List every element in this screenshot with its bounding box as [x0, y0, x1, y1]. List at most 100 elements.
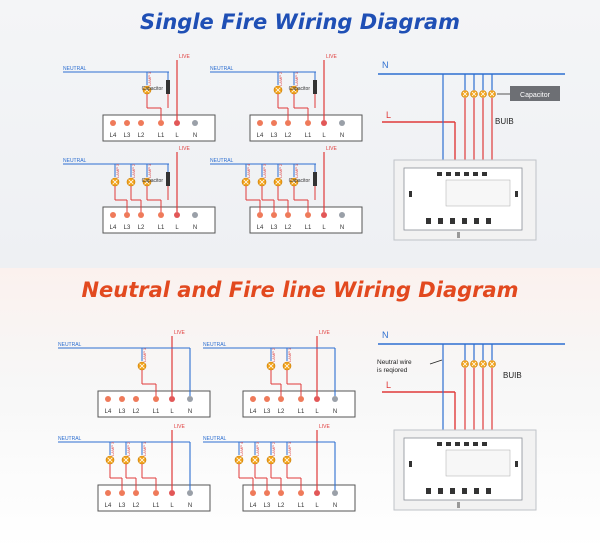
terminal-dot [285, 120, 291, 126]
switch-terminal [482, 172, 487, 176]
terminal-dot [110, 120, 116, 126]
terminal-dot [278, 396, 284, 402]
lamp-label: LAMP 3 [262, 163, 267, 178]
terminal-label: L2 [285, 133, 292, 139]
terminal-label: L2 [138, 225, 145, 231]
l-label: L [386, 380, 391, 390]
terminal-dot [153, 396, 159, 402]
terminal-dot [169, 490, 175, 496]
terminal-dot [105, 490, 111, 496]
terminal-label: L1 [158, 225, 165, 231]
switch-slot [450, 218, 455, 224]
terminal-label: L [170, 409, 174, 415]
lamp-label: LAMP 1 [142, 441, 147, 456]
switch-slot [486, 488, 491, 494]
terminal-dot [305, 120, 311, 126]
section-title-single-fire: Single Fire Wiring Diagram [140, 10, 460, 34]
lamp-cross [275, 179, 281, 185]
switch-terminal [482, 442, 487, 446]
terminal-dot [305, 212, 311, 218]
terminal-label: L1 [158, 133, 165, 139]
note-arrow [429, 359, 443, 365]
capacitor-label: Capacitor [142, 178, 164, 184]
capacitor-label: Capacitor [520, 92, 551, 99]
neutral-label: NEUTRAL [63, 158, 87, 164]
terminal-label: N [333, 503, 337, 509]
terminal-dot [314, 490, 320, 496]
terminal-label: N [188, 503, 192, 509]
lamp-cross [489, 91, 495, 97]
lamp-cross [275, 87, 281, 93]
terminal-label: N [340, 225, 344, 231]
capacitor-label: Capacitor [289, 86, 311, 92]
switch-slot [426, 488, 431, 494]
neutral-label: NEUTRAL [210, 66, 234, 72]
n-label: N [382, 60, 389, 70]
live-label: LIVE [174, 424, 186, 430]
switch-slot [462, 218, 467, 224]
terminal-dot [250, 490, 256, 496]
terminal-label: L [170, 503, 174, 509]
terminal-dot [153, 490, 159, 496]
switch-terminal [464, 442, 469, 446]
lamp-label: LAMP 1 [287, 347, 292, 362]
lamp-cross [291, 87, 297, 93]
lamp-cross [462, 361, 468, 367]
switch-box [97, 390, 211, 418]
terminal-label: L4 [250, 503, 257, 509]
lamp-cross [284, 363, 290, 369]
terminal-label: L3 [264, 503, 271, 509]
terminal-dot [321, 120, 327, 126]
switch-terminal [437, 172, 442, 176]
terminal-label: L [175, 225, 179, 231]
terminal-dot [119, 396, 125, 402]
switch-label-plate [445, 179, 511, 207]
switch-terminal [473, 172, 478, 176]
lamp-label: LAMP 1 [294, 71, 299, 86]
terminal-label: L [322, 133, 326, 139]
switch-box [249, 114, 363, 142]
terminal-label: L2 [278, 409, 285, 415]
terminal-label: L1 [298, 409, 305, 415]
terminal-label: L2 [133, 503, 140, 509]
terminal-dot [339, 212, 345, 218]
switch-box [242, 484, 356, 512]
switch-box [102, 114, 216, 142]
section-title-neutral-fire: Neutral and Fire line Wiring Diagram [81, 278, 519, 302]
capacitor-icon [313, 80, 317, 94]
terminal-dot [264, 490, 270, 496]
switch-terminal [464, 172, 469, 176]
capacitor-icon [313, 172, 317, 186]
terminal-label: N [340, 133, 344, 139]
lamp-cross [123, 457, 129, 463]
n-label: N [382, 330, 389, 340]
terminal-dot [332, 396, 338, 402]
terminal-label: L2 [285, 225, 292, 231]
lamp-cross [112, 179, 118, 185]
lamp-cross [139, 457, 145, 463]
terminal-dot [158, 120, 164, 126]
terminal-label: L2 [133, 409, 140, 415]
switch-box [242, 390, 356, 418]
terminal-dot [257, 212, 263, 218]
terminal-dot [174, 212, 180, 218]
lamp-label: LAMP 2 [278, 71, 283, 86]
lamp-cross [236, 457, 242, 463]
terminal-dot [250, 396, 256, 402]
terminal-label: L3 [271, 225, 278, 231]
lamp-cross [471, 361, 477, 367]
terminal-label: L4 [105, 409, 112, 415]
terminal-dot [124, 120, 130, 126]
lamp-label: LAMP 1 [294, 163, 299, 178]
lamp-label: LAMP 1 [142, 347, 147, 362]
terminal-dot [321, 212, 327, 218]
lamp-cross [268, 363, 274, 369]
terminal-dot [124, 212, 130, 218]
switch-box [102, 206, 216, 234]
switch-terminal [446, 172, 451, 176]
terminal-label: N [193, 225, 197, 231]
lamp-label: LAMP 3 [110, 441, 115, 456]
terminal-label: L3 [119, 503, 126, 509]
live-label: LIVE [179, 54, 191, 60]
